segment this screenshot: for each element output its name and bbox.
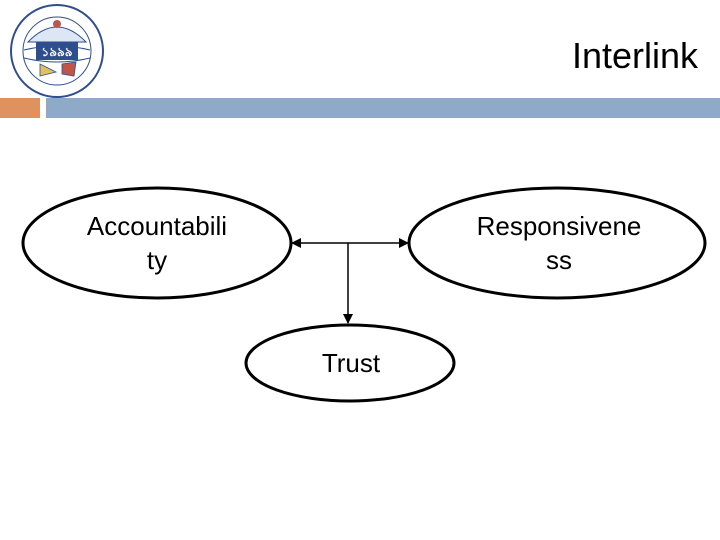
institute-logo: ১৯৯৯	[10, 4, 104, 98]
trust-node	[244, 323, 456, 403]
responsiveness-label: Responsivene ss	[449, 209, 669, 277]
responsiveness-label-line-1: Responsivene	[476, 211, 642, 241]
accountability-label-line-2: ty	[146, 245, 168, 275]
accountability-label-line-1: Accountabili	[86, 211, 228, 241]
accent-bar-blue	[46, 98, 720, 118]
accent-bar-orange	[0, 98, 40, 118]
slide-title: Interlink	[571, 35, 698, 76]
trust-label: Trust	[251, 346, 451, 380]
trust-label-line-1: Trust	[321, 348, 381, 378]
svg-text:১৯৯৯: ১৯৯৯	[41, 45, 72, 59]
responsiveness-label-line-2: ss	[546, 245, 572, 275]
accountability-label: Accountabili ty	[57, 209, 257, 277]
responsiveness-node	[407, 186, 707, 300]
